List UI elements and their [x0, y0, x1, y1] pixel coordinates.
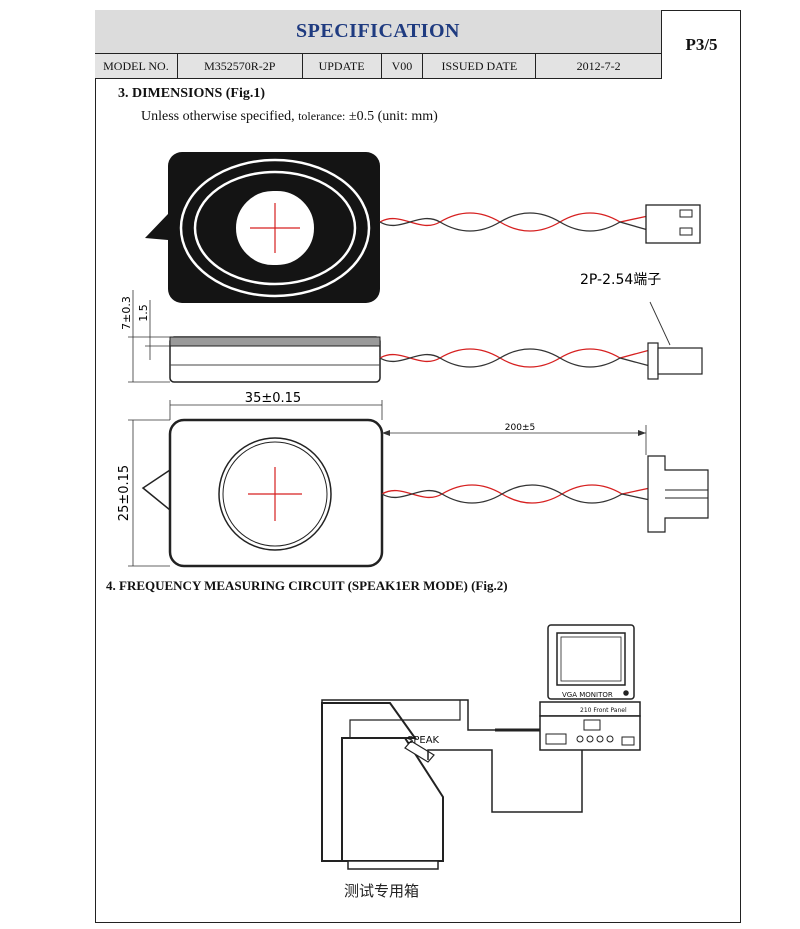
header-title-cell: SPECIFICATION [95, 10, 662, 54]
issued-label: ISSUED DATE [423, 54, 537, 78]
monitor-screen-inner [560, 636, 622, 682]
side-wire-black [379, 348, 651, 368]
speak-label: SPEAK [407, 735, 440, 746]
cable-inner-loop [349, 700, 461, 738]
speaker-side-view: 7±0.3 1.5 2P-2.54端子 [120, 272, 703, 383]
test-box-label: 测试专用箱 [344, 882, 419, 900]
note-tail: ±0.5 (unit: mm) [348, 109, 438, 124]
document-title: SPECIFICATION [296, 20, 460, 42]
thickness-dim-label: 1.5 [137, 304, 150, 322]
speaker-under-test [404, 740, 435, 763]
bottom-connector [647, 455, 709, 533]
top-connector [645, 204, 701, 244]
test-box-base [347, 860, 439, 870]
knob-2-icon [586, 735, 594, 743]
height-dim-label: 7±0.3 [120, 296, 133, 330]
bottom-view-tab [141, 468, 171, 512]
top-view-outer-ring [179, 158, 371, 298]
speaker-top-view [145, 152, 701, 303]
side-connector-flange [647, 342, 659, 380]
analyzer-display [583, 719, 601, 731]
note-main: Unless otherwise specified, [141, 109, 295, 124]
top-view-tab [145, 214, 168, 240]
top-connector-pin-1 [679, 209, 693, 218]
update-label: UPDATE [303, 54, 382, 78]
knob-3-icon [596, 735, 604, 743]
measuring-circuit: VGA MONITOR 210 Front Panel [321, 624, 641, 870]
analyzer-switch [545, 733, 567, 745]
panel-label: 210 Front Panel [580, 707, 627, 714]
test-box-side [321, 702, 417, 862]
cable-dim-arrow-left [382, 430, 390, 436]
cable-speaker-to-analyzer [427, 749, 583, 813]
model-label: MODEL NO. [95, 54, 178, 78]
bottom-view-body [168, 418, 384, 568]
top-wire-black [379, 212, 649, 232]
top-connector-pin-2 [679, 227, 693, 236]
dimension-note: Unless otherwise specified, tolerance: ±… [141, 109, 438, 125]
knob-1-icon [576, 735, 584, 743]
model-value: M352570R-2P [178, 54, 303, 78]
update-value: V00 [382, 54, 424, 78]
page-number: P3/5 [685, 34, 718, 54]
side-connector-body [657, 347, 703, 375]
cable-box-top [321, 699, 495, 731]
connector-label: 2P-2.54端子 [580, 272, 661, 288]
cable-dim-arrow-right [638, 430, 646, 436]
connector-callout-line [649, 301, 671, 346]
analyzer-port [621, 736, 635, 746]
cable-dim-label: 200±5 [505, 423, 535, 433]
monitor-screen [556, 632, 626, 686]
knob-4-icon [606, 735, 614, 743]
section-3-title: 3. DIMENSIONS (Fig.1) [118, 86, 266, 101]
bottom-wire-black [381, 484, 651, 504]
bottom-view-inner-circle [222, 441, 328, 547]
depth-dim-label: 25±0.15 [117, 465, 132, 521]
bottom-view-outer-circle [218, 437, 332, 551]
speaker-bottom-view: 35±0.15 25±0.15 200±5 [117, 391, 709, 568]
monitor-label: VGA MONITOR [562, 691, 613, 699]
width-dim-label: 35±0.15 [245, 391, 301, 406]
section-4-title: 4. FREQUENCY MEASURING CIRCUIT (SPEAK1ER… [106, 578, 508, 593]
note-small: tolerance: [298, 109, 346, 123]
monitor-power-icon [623, 690, 629, 696]
spec-header: SPECIFICATION P3/5 MODEL NO. M352570R-2P… [95, 10, 741, 79]
issued-value: 2012-7-2 [576, 58, 621, 73]
side-view-top-layer [169, 336, 381, 347]
header-info-row: MODEL NO. M352570R-2P UPDATE V00 ISSUED … [95, 54, 662, 79]
vga-monitor [547, 624, 635, 700]
